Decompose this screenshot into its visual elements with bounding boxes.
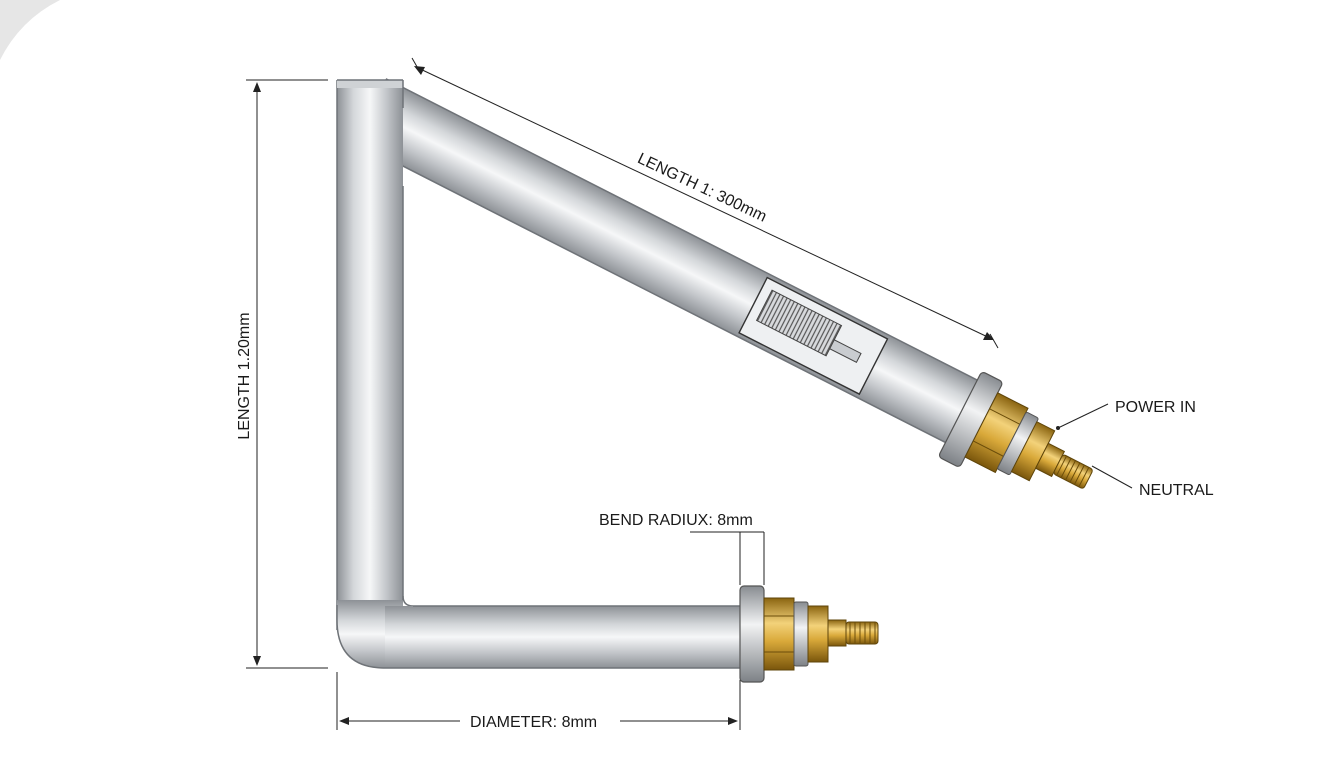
- vertical-length-dimension: [246, 79, 328, 669]
- bottom-terminal: [739, 585, 879, 683]
- neutral-leader: [1091, 465, 1133, 489]
- bend-radius-label: BEND RADIUX: 8mm: [599, 512, 753, 529]
- diagonal-length-label: LENGTH 1: 300mm: [635, 150, 769, 225]
- vertical-tube: [336, 79, 404, 630]
- diameter-dimension: [336, 672, 741, 730]
- diagonal-length-dimension: [411, 57, 999, 349]
- diagonal-tube: [353, 78, 979, 444]
- power-in-leader: [1056, 403, 1109, 430]
- corner-shade: [0, 0, 60, 60]
- horizontal-tube: [385, 605, 741, 669]
- diagonal-terminal: [938, 372, 1093, 489]
- bend-radius-dimension: [690, 531, 765, 585]
- vertical-length-label: LENGTH 1.20mm: [236, 312, 253, 439]
- neutral-label: NEUTRAL: [1139, 482, 1214, 499]
- diameter-label: DIAMETER: 8mm: [470, 714, 597, 731]
- power-in-label: POWER IN: [1115, 399, 1196, 416]
- coil-cutaway: [738, 276, 889, 396]
